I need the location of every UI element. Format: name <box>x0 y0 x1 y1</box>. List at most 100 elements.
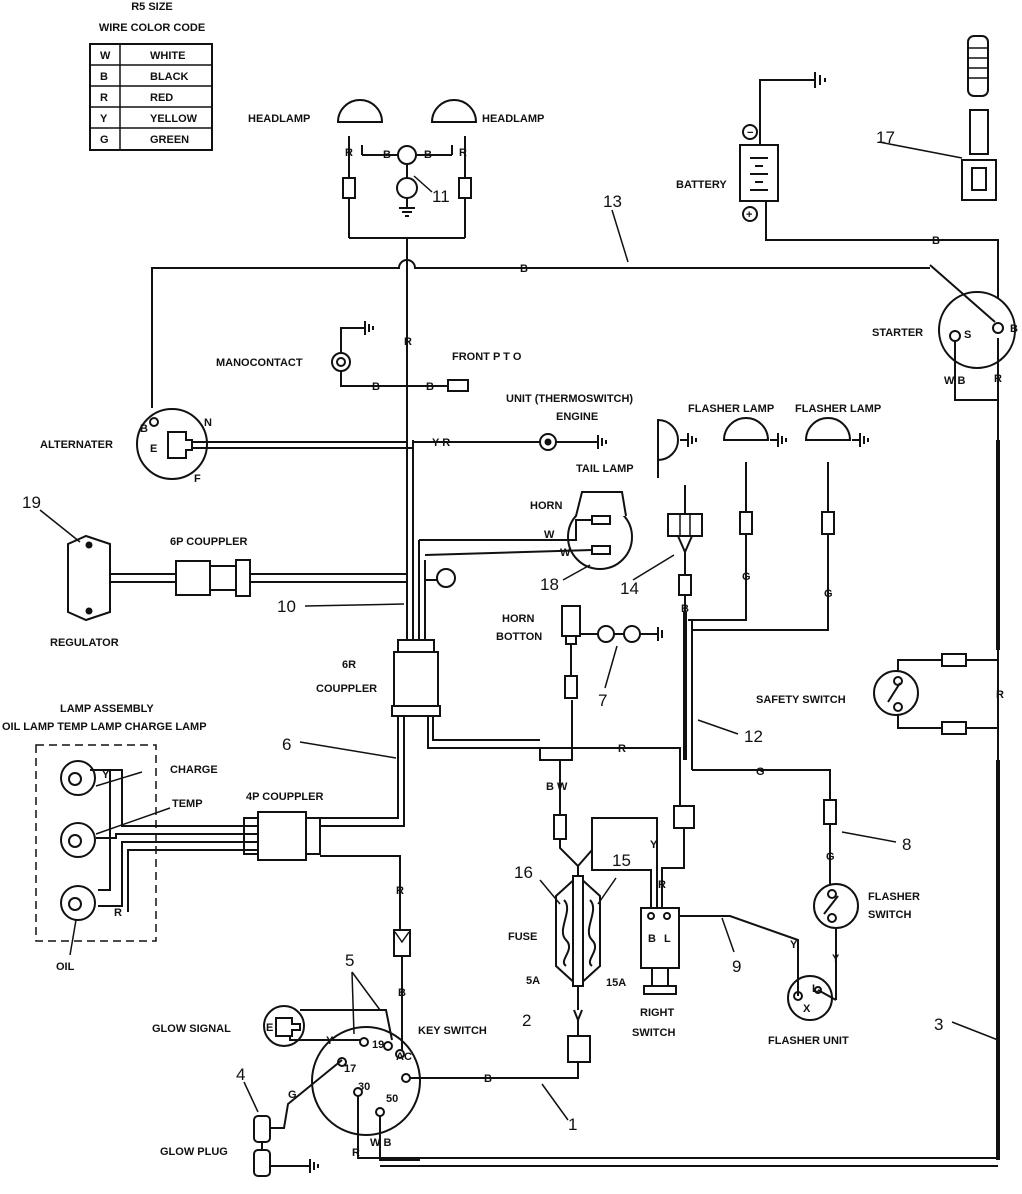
alternater-label: ALTERNATER <box>40 439 113 451</box>
callout-6: 6 <box>282 735 291 754</box>
wire-label: W <box>544 529 555 541</box>
callout-12: 12 <box>744 727 763 746</box>
flasher-lamp-left-label: FLASHER LAMP <box>688 403 774 415</box>
legend-title: WIRE COLOR CODE <box>99 22 205 34</box>
wire-label: R <box>404 336 412 348</box>
lamp-assembly: LAMP ASSEMBLY OIL LAMP TEMP LAMP CHARGE … <box>2 703 218 973</box>
callout-10: 10 <box>277 597 296 616</box>
headlamp-wiring: R B B R <box>342 136 472 450</box>
horn: HORN W W 18 <box>419 491 633 594</box>
wire-label: Y <box>326 1035 334 1047</box>
wire-label: B <box>520 263 528 275</box>
regulator-label: REGULATOR <box>50 637 119 649</box>
coupler-6r-sublabel: COUPPLER <box>316 683 377 695</box>
wire-label: B <box>932 235 940 247</box>
wire-label: Y R <box>432 437 450 449</box>
tail-lamp-label: TAIL LAMP <box>576 463 634 475</box>
glow-plug-label: GLOW PLUG <box>160 1146 228 1158</box>
glow-signal: E GLOW SIGNAL Y 5 <box>152 951 393 1047</box>
starter-s-terminal: S <box>964 329 971 341</box>
terminal-connector-17: 17 <box>876 35 997 201</box>
starter: S B STARTER W B R <box>872 264 1018 440</box>
key-switch-17: 17 <box>344 1063 356 1075</box>
legend-code: R <box>100 92 108 104</box>
tail-lamp: TAIL LAMP <box>576 418 697 478</box>
wire-label: B <box>681 603 689 615</box>
key-switch-30: 30 <box>358 1081 370 1093</box>
callout-9: 9 <box>732 957 741 976</box>
flasher-lamp-right-label: FLASHER LAMP <box>795 403 881 415</box>
wire-label: Y <box>650 839 658 851</box>
alt-terminal-b: B <box>140 423 148 435</box>
wire-label: B <box>426 381 434 393</box>
safety-switch[interactable]: SAFETY SWITCH R <box>756 440 1004 1160</box>
flasher-unit-l: L <box>812 983 819 995</box>
wire-label: G <box>824 588 833 600</box>
flasher-switch[interactable]: G G 8 FLASHER SWITCH Y <box>692 766 920 1000</box>
callout-16: 16 <box>514 863 533 882</box>
headlamp-left-label: HEADLAMP <box>248 113 310 125</box>
callout-1: 1 <box>568 1115 577 1134</box>
unit-engine-label: ENGINE <box>556 411 598 423</box>
glow-signal-e: E <box>266 1022 273 1034</box>
fuse-label: FUSE <box>508 931 537 943</box>
lamp-assembly-sublabel: OIL LAMP TEMP LAMP CHARGE LAMP <box>2 721 207 733</box>
glow-plug: G GLOW PLUG 4 <box>160 1059 343 1177</box>
wire-label: R <box>459 147 467 159</box>
wire-label: G <box>742 571 751 583</box>
horn-button[interactable]: HORN BOTTON 7 <box>496 605 663 710</box>
wire-label: W B <box>944 375 965 387</box>
glow-signal-label: GLOW SIGNAL <box>152 1023 231 1035</box>
flasher-unit-label: FLASHER UNIT <box>768 1035 849 1047</box>
wire-label: G <box>288 1089 297 1101</box>
callout-7: 7 <box>598 691 607 710</box>
callout-17: 17 <box>876 128 895 147</box>
right-switch-sublabel: SWITCH <box>632 1027 675 1039</box>
regulator: REGULATOR 19 <box>22 493 176 649</box>
legend-color: YELLOW <box>150 113 198 125</box>
wire-label: B <box>398 987 406 999</box>
right-switch[interactable]: R B L RIGHT SWITCH Y <box>591 805 695 1039</box>
key-switch-label: KEY SWITCH <box>418 1025 487 1037</box>
lamp-wiring: 14 B G G 12 <box>620 462 835 770</box>
headlamp-switch-contact <box>397 145 417 165</box>
front-pto-label: FRONT P T O <box>452 351 522 363</box>
wire-label: R <box>345 147 353 159</box>
key-switch-ac: AC <box>396 1051 412 1063</box>
wire-label: G <box>826 851 835 863</box>
alternater: B N E F ALTERNATER <box>40 408 413 485</box>
flasher-lamp-left: FLASHER LAMP <box>688 403 787 447</box>
headlamp-right: HEADLAMP <box>430 99 544 125</box>
key-switch-19: 19 <box>372 1039 384 1051</box>
wire-label: R <box>114 907 122 919</box>
right-switch-label: RIGHT <box>640 1007 675 1019</box>
callout-14: 14 <box>620 579 639 598</box>
harness-ring-terminal <box>436 568 456 588</box>
coupler-4p: 4P COUPPLER R <box>90 769 404 930</box>
wire-label: R <box>658 879 666 891</box>
callout-13: 13 <box>603 192 622 211</box>
wire-label: B W <box>546 781 568 793</box>
temp-label: TEMP <box>172 798 203 810</box>
flasher-lamp-right: FLASHER LAMP <box>795 403 881 447</box>
fuse-block: B W FUSE 5A 15A 16 15 2 B 1 <box>420 760 631 1134</box>
wire-label: R <box>994 373 1002 385</box>
key-switch[interactable]: B 19 17 30 50 AC KEY SWITCH R W B 3 <box>311 929 999 1167</box>
flasher-unit: X L FLASHER UNIT Y 9 <box>665 915 849 1047</box>
wire-label: Y <box>102 769 110 781</box>
alt-terminal-n: N <box>204 417 212 429</box>
legend-table <box>89 43 213 151</box>
callout-18: 18 <box>540 575 559 594</box>
wire-label: B <box>372 381 380 393</box>
charge-label: CHARGE <box>170 764 218 776</box>
wire-label: Y <box>832 953 840 965</box>
horn-button-sublabel: BOTTON <box>496 631 542 643</box>
callout-11-group: 11 <box>413 175 450 206</box>
wire-label: W <box>560 547 571 559</box>
battery-minus: − <box>747 127 753 139</box>
starter-b-terminal: B <box>1010 323 1018 335</box>
coupler-4p-label: 4P COUPPLER <box>246 791 323 803</box>
starter-label: STARTER <box>872 327 923 339</box>
